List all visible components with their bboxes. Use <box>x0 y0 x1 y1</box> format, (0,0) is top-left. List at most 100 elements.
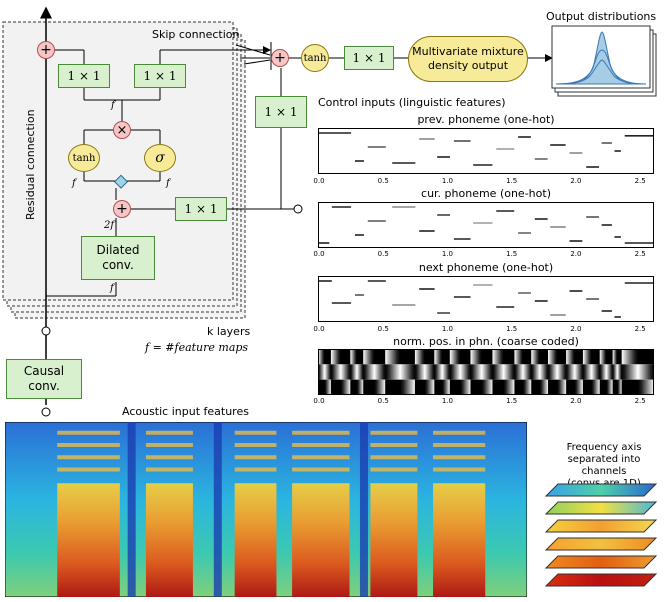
coarse-code-cell <box>470 364 493 380</box>
formant-band <box>433 443 486 447</box>
x-tick-label: 1.5 <box>506 397 518 405</box>
coarse-code-cell <box>582 349 601 365</box>
formant-band <box>292 455 350 460</box>
x-tick-label: 0.0 <box>313 325 325 333</box>
x-tick-label: 1.0 <box>441 250 454 258</box>
channel-4 <box>544 537 658 551</box>
wire-skip-stack-1 <box>235 44 271 56</box>
feature-maps-note: f = #feature maps <box>145 341 249 354</box>
coarse-code-cell <box>599 364 613 380</box>
coarse-code-cell <box>621 364 654 380</box>
x-tick-label: 0.0 <box>313 397 325 405</box>
causal-conv-label-1: Causal <box>23 364 65 378</box>
coarse-code-cell <box>330 379 351 395</box>
coarse-code-cell <box>514 379 532 395</box>
coarse-code-cell <box>492 379 515 395</box>
output-distributions-label: Output distributions <box>546 10 657 23</box>
mdn-label-2: density output <box>427 59 509 72</box>
coarse-code-cell <box>385 364 416 380</box>
coarse-code-cell <box>434 379 451 395</box>
residual-connection-label: Residual connection <box>24 109 37 220</box>
formant-band <box>292 430 350 435</box>
panel-frame <box>318 202 654 248</box>
x-tick-label: 2.5 <box>634 397 646 405</box>
dilated-conv-label-1: Dilated <box>96 243 140 257</box>
silence-gap-2 <box>359 422 368 597</box>
k-layers-label: k layers <box>207 325 251 338</box>
mdn-output-box: Multivariate mixture density output <box>408 36 528 82</box>
acoustic-input-label: Acoustic input features <box>122 405 249 418</box>
mdn-label-1: Multivariate mixture <box>412 45 524 58</box>
coarse-code-cell <box>350 379 364 395</box>
coarse-code-cell <box>566 349 584 365</box>
cond-input-port <box>293 204 303 214</box>
panel-frame <box>318 349 654 395</box>
formant-band <box>234 430 277 435</box>
dist-curve-3 <box>555 59 647 85</box>
x-tick-label: 1.0 <box>441 325 454 333</box>
coarse-code-cell <box>434 364 451 380</box>
frequency-axis-label-2: separated into channels <box>567 454 641 477</box>
channel-2 <box>544 501 658 515</box>
dist-curve-2 <box>555 49 647 85</box>
layer-output-port <box>41 326 51 336</box>
formant-band <box>370 467 418 472</box>
coarse-code-cell <box>566 379 584 395</box>
formant-band <box>234 467 277 472</box>
coarse-code-cell <box>414 364 435 380</box>
spectrogram-segments <box>57 422 486 597</box>
voiced-segment-2 <box>234 483 277 597</box>
coarse-code-cell <box>414 379 435 395</box>
frequency-axis-label-1: Frequency axis <box>566 442 642 453</box>
x-tick-label: 0.5 <box>377 250 389 258</box>
x-tick-label: 2.0 <box>570 250 582 258</box>
coarse-code-cell <box>514 349 532 365</box>
causal-conv-box: Causal conv. <box>6 359 82 399</box>
coarse-code-cell <box>531 379 549 395</box>
panel-frame <box>318 128 654 174</box>
f-label-bottom: f <box>110 283 114 294</box>
coarse-code-cell <box>548 364 567 380</box>
formant-band <box>433 467 486 472</box>
coarse-code-cell <box>434 349 451 365</box>
output-conv1x1-box: 1 × 1 <box>344 46 394 70</box>
coarse-code-cell <box>548 349 567 365</box>
f-label-top: f <box>111 100 115 111</box>
channel-6 <box>544 573 658 587</box>
coarse-code-cell <box>582 364 601 380</box>
chart-norm-pos <box>318 349 654 395</box>
voiced-segment-1 <box>145 483 193 597</box>
x-tick-label: 2.0 <box>570 397 582 405</box>
chart-next-phoneme <box>318 276 654 322</box>
voiced-segment-4 <box>370 483 418 597</box>
x-tick-label: 2.5 <box>634 177 646 185</box>
x-tick-label: 2.0 <box>570 177 582 185</box>
silence-gap-0 <box>127 422 136 597</box>
frequency-channels <box>544 483 658 587</box>
coarse-code-cell <box>566 364 584 380</box>
formant-band <box>57 455 120 460</box>
causal-conv-label-2: conv. <box>28 379 60 393</box>
channel-3 <box>544 519 658 533</box>
x-tick-label: 0.5 <box>377 325 389 333</box>
coarse-code-cell <box>363 379 386 395</box>
x-tick-label: 2.5 <box>634 250 646 258</box>
f-label-right: f <box>166 178 170 189</box>
chart-prev-phoneme <box>318 128 654 174</box>
coarse-code-cell <box>548 379 567 395</box>
coarse-code-cell <box>514 364 532 380</box>
coarse-code-cell <box>621 379 654 395</box>
residual-plus-op: + <box>37 41 55 59</box>
dilated-conv-label-2: conv. <box>102 258 134 272</box>
dilated-conv-box: Dilated conv. <box>81 236 155 280</box>
coarse-code-cell <box>612 364 622 380</box>
voiced-segment-3 <box>292 483 350 597</box>
coarse-code-cell <box>330 364 351 380</box>
voiced-segment-5 <box>433 483 486 597</box>
formant-band <box>370 455 418 460</box>
coarse-code-cell <box>612 379 622 395</box>
formant-band <box>57 467 120 472</box>
